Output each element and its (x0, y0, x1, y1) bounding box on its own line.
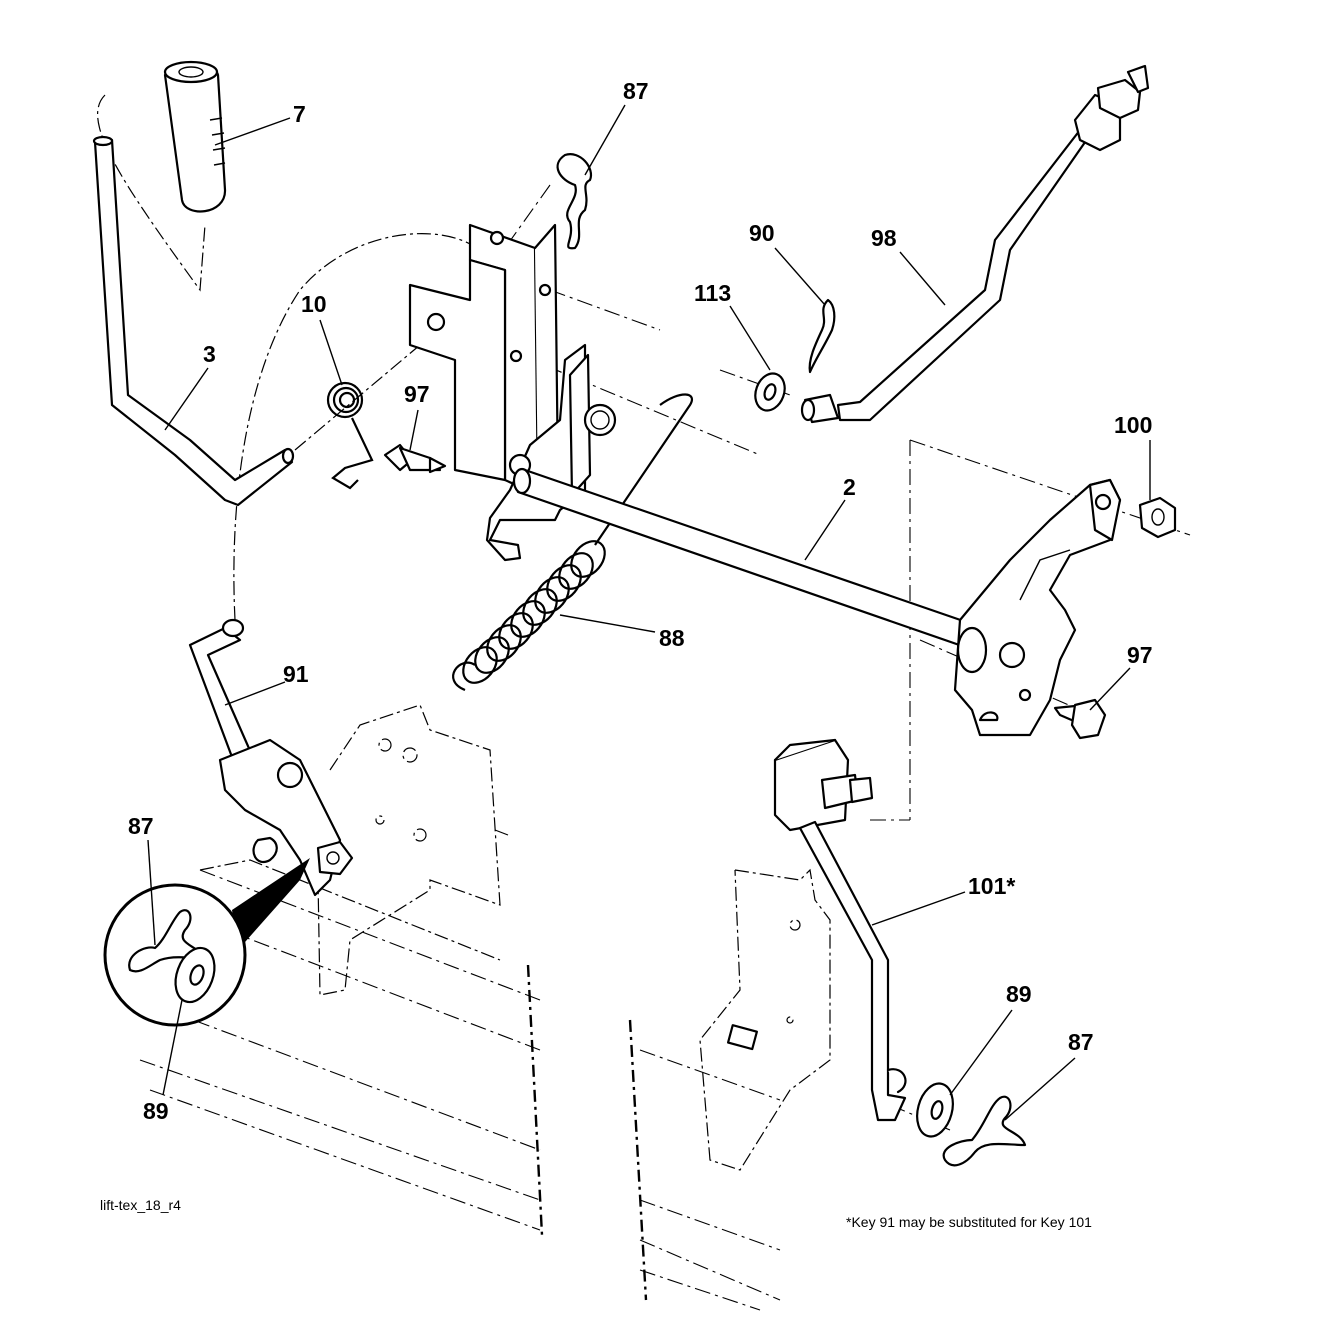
footnote: *Key 91 may be substituted for Key 101 (846, 1214, 1092, 1230)
assembly-ghost-lines (97, 94, 481, 621)
shaft-bracket-right (953, 478, 1122, 737)
right-frame-bracket (699, 868, 831, 1171)
leader-lines (147, 104, 1151, 1121)
callout-10: 10 (301, 291, 327, 317)
callout-7: 7 (293, 101, 306, 127)
callout-91: 91 (283, 661, 309, 687)
lift-lever (92, 135, 295, 507)
lift-link-upper (800, 64, 1150, 424)
hairpin-clip-lower (942, 1095, 1027, 1167)
callout-89: 89 (1006, 981, 1032, 1007)
left-frame-bracket (317, 704, 509, 996)
nut (1138, 496, 1177, 539)
callout-101: 101* (968, 873, 1015, 899)
callout-100: 100 (1114, 412, 1152, 438)
lift-shaft (512, 467, 977, 650)
extension-spring (452, 393, 693, 692)
torsion-spring (326, 381, 374, 490)
bolt-upper (383, 443, 447, 474)
hairpin-clip-upper (556, 153, 593, 250)
callout-89: 89 (143, 1098, 169, 1124)
callout-87: 87 (128, 813, 154, 839)
washer-89 (916, 1082, 954, 1138)
callout-97: 97 (404, 381, 430, 407)
lift-link-91 (188, 618, 354, 897)
washer-113 (754, 372, 786, 412)
callout-97: 97 (1127, 642, 1153, 668)
callout-3: 3 (203, 341, 216, 367)
callout-113: 113 (694, 280, 731, 306)
deck-outline (139, 859, 781, 1311)
callout-98: 98 (871, 225, 897, 251)
hairpin-clip-90 (808, 298, 836, 374)
callout-87: 87 (623, 78, 649, 104)
callout-2: 2 (843, 474, 856, 500)
centerlines (499, 184, 1191, 1131)
callout-90: 90 (749, 220, 775, 246)
lift-link-101 (773, 738, 907, 1122)
callouts: 7 87 10 3 97 90 113 98 100 2 88 91 97 87… (128, 78, 1153, 1124)
bolt-lower (1053, 698, 1107, 740)
center-bracket (408, 223, 560, 497)
figure-id: lift-tex_18_r4 (100, 1197, 181, 1213)
handle-grip (163, 60, 227, 213)
callout-88: 88 (659, 625, 685, 651)
detail-inset (103, 858, 310, 1027)
callout-87: 87 (1068, 1029, 1094, 1055)
